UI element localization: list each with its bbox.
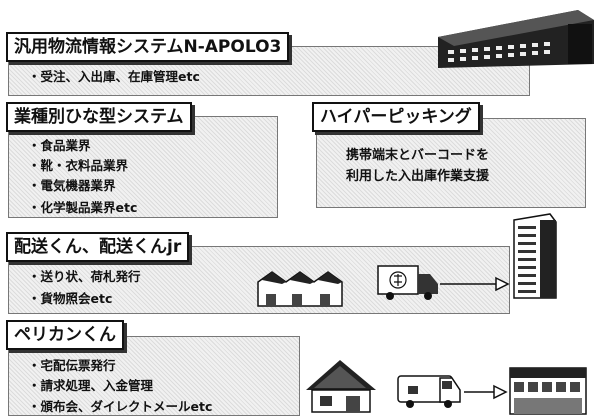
template-item-3: 電気機器業界 [28,175,116,194]
napolo-item-1: 受注、入出庫、在庫管理etc [28,66,200,85]
shop-icon [509,367,587,415]
pelican-item-2: 請求処理、入金管理 [28,375,154,394]
hyper-picking-desc-2: 利用した入出庫作業支援 [346,169,490,184]
section-template-title: 業種別ひな型システム [6,102,192,132]
section-haisou-title: 配送くん、配送くんjr [6,232,190,262]
arrow-right-icon-2 [464,384,508,400]
template-item-4: 化学製品業界etc [28,197,138,216]
pelican-item-1: 宅配伝票発行 [28,355,116,374]
haisou-item-1: 送り状、荷札発行 [28,266,141,285]
template-item-2: 靴・衣料品業界 [28,155,129,174]
hyper-picking-panel [316,118,586,208]
tall-building-icon [513,213,557,299]
house-icon [306,360,376,413]
template-item-1: 食品業界 [28,135,91,154]
section-napolo-title: 汎用物流情報システムN-APOLO3 [6,32,290,62]
delivery-van-icon [397,375,461,408]
warehouse-icon [257,271,343,307]
haisou-item-2: 貨物照会etc [28,288,113,307]
arrow-right-icon [440,276,510,292]
section-pelican-title: ペリカンくん [6,320,124,350]
office-building-icon [438,10,594,68]
hyper-picking-title: ハイパーピッキング [312,102,480,132]
pelican-item-3: 頒布会、ダイレクトメールetc [28,396,213,415]
delivery-truck-icon [377,265,438,300]
hyper-picking-desc-1: 携帯端末とバーコードを [346,148,490,163]
